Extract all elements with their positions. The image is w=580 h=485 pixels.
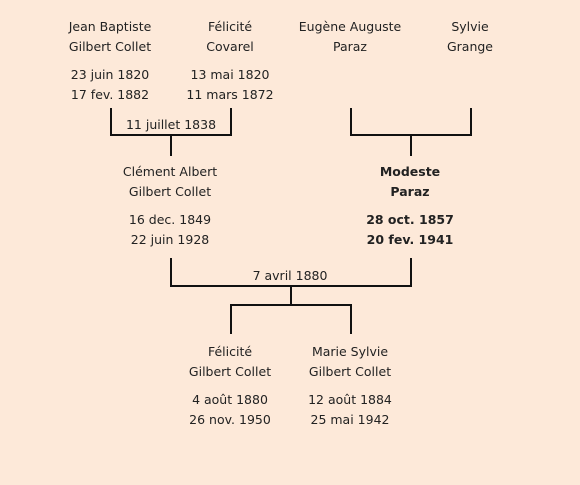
connector-line (230, 304, 232, 334)
person-name-last: Gilbert Collet (308, 364, 392, 379)
person-death-date: 22 juin 1928 (130, 232, 210, 247)
person-name-first: Jean Baptiste (68, 19, 152, 34)
person-name-last: Gilbert Collet (68, 39, 152, 54)
person-name-last: Gilbert Collet (188, 364, 272, 379)
person-death-date: 17 fev. 1882 (70, 87, 150, 102)
connector-line (230, 108, 232, 136)
person-name-first: Modeste (379, 164, 441, 179)
person-death-date: 26 nov. 1950 (189, 412, 271, 427)
person-marie-sylvie: Marie Sylvie Gilbert Collet 12 août 1884… (285, 342, 415, 430)
person-death-date: 25 mai 1942 (310, 412, 390, 427)
person-name-last: Gilbert Collet (128, 184, 212, 199)
connector-line (110, 108, 112, 136)
person-name-last: Paraz (390, 184, 430, 199)
connector-line (170, 258, 172, 286)
connector-line (350, 304, 352, 334)
person-birth-date: 4 août 1880 (192, 392, 268, 407)
person-birth-date: 13 mai 1820 (190, 67, 270, 82)
connector-line (230, 304, 352, 306)
marriage-date-1880: 7 avril 1880 (249, 268, 331, 284)
person-name-last: Paraz (333, 39, 367, 54)
person-birth-date: 16 dec. 1849 (128, 212, 212, 227)
person-name-last: Covarel (206, 39, 254, 54)
person-name-last: Grange (446, 39, 494, 54)
person-felicite-covarel: Félicité Covarel 13 mai 1820 11 mars 187… (165, 17, 295, 105)
connector-line (170, 134, 172, 156)
connector-line (470, 108, 472, 136)
person-name-first: Marie Sylvie (311, 344, 389, 359)
person-name-first: Félicité (207, 344, 253, 359)
person-name-first: Eugène Auguste (298, 19, 402, 34)
connector-line (410, 258, 412, 286)
person-sylvie-grange: Sylvie Grange (405, 17, 535, 57)
person-clement-albert: Clément Albert Gilbert Collet 16 dec. 18… (105, 162, 235, 250)
marriage-date-1838: 11 juillet 1838 (122, 117, 220, 133)
person-name-first: Clément Albert (122, 164, 218, 179)
person-modeste-paraz: Modeste Paraz 28 oct. 1857 20 fev. 1941 (345, 162, 475, 250)
person-felicite-gilbert-collet: Félicité Gilbert Collet 4 août 1880 26 n… (165, 342, 295, 430)
connector-line (350, 108, 352, 136)
connector-line (410, 134, 412, 156)
person-death-date: 20 fev. 1941 (366, 232, 454, 247)
person-birth-date: 12 août 1884 (308, 392, 392, 407)
person-birth-date: 23 juin 1820 (70, 67, 150, 82)
connector-line (290, 285, 292, 305)
person-jean-baptiste: Jean Baptiste Gilbert Collet 23 juin 182… (45, 17, 175, 105)
person-death-date: 11 mars 1872 (186, 87, 274, 102)
person-eugene-auguste: Eugène Auguste Paraz (285, 17, 415, 57)
person-birth-date: 28 oct. 1857 (366, 212, 454, 227)
person-name-first: Félicité (207, 19, 253, 34)
person-name-first: Sylvie (451, 19, 489, 34)
